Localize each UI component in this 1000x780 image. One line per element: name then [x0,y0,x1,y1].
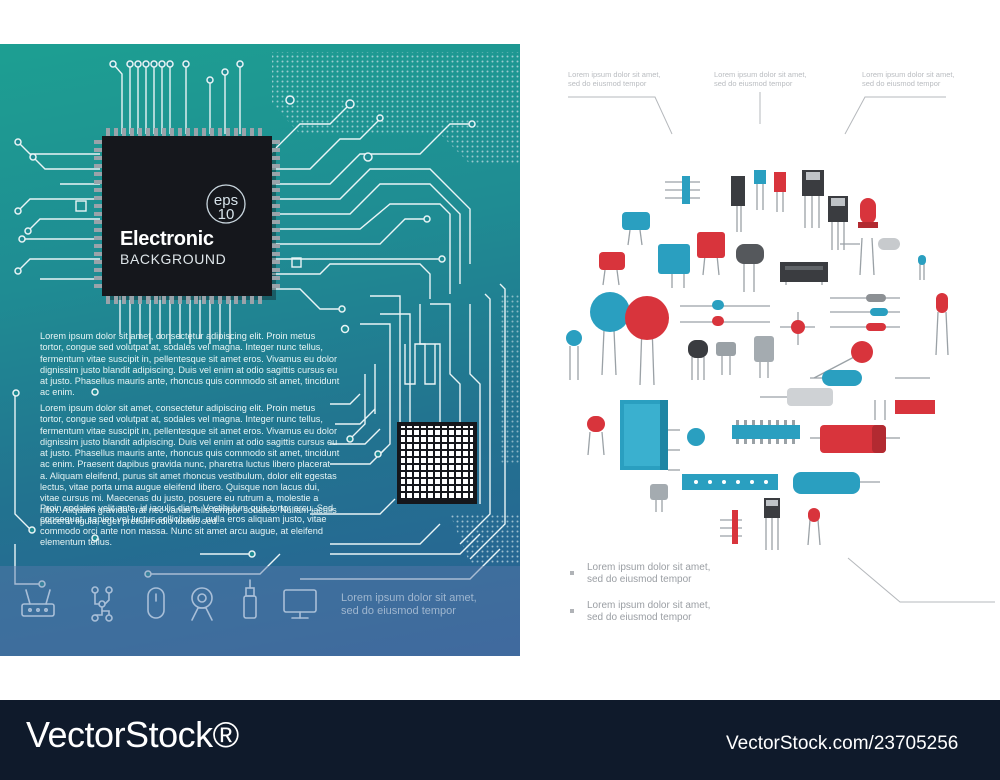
top-note-2-line2: sed do eiusmod tempor [714,79,793,88]
icon-bar: Lorem ipsum dolor sit amet, sed do eiusm… [0,566,520,656]
banner-title: Electronic [120,228,214,250]
paragraph-2: Lorem ipsum dolor sit amet, consectetur … [40,403,340,526]
watermark-footer [0,700,1000,780]
top-note-2: Lorem ipsum dolor sit amet, sed do eiusm… [714,70,807,88]
bottom-note-2-line2: sed do eiusmod tempor [587,612,692,623]
bottom-note-1-line1: Lorem ipsum dolor sit amet, [587,562,711,573]
mouse-icon [147,587,165,619]
vectorstock-logo: VectorStock® [26,714,239,755]
top-note-1-line1: Lorem ipsum dolor sit amet, [568,70,661,79]
top-note-3-line2: sed do eiusmod tempor [862,79,941,88]
bottom-note-1: Lorem ipsum dolor sit amet, sed do eiusm… [587,562,710,586]
paragraph-1: Lorem ipsum dolor sit amet, consectetur … [40,331,340,398]
circuit-icon [91,586,113,622]
router-icon [21,589,55,617]
bottom-note-1-line2: sed do eiusmod tempor [587,574,692,585]
bullet-1 [570,571,574,575]
eps-badge-line1: eps [213,192,239,209]
usb-icon [243,579,257,619]
eps-badge-line2: 10 [217,206,235,223]
eps-badge: eps 10 [206,192,246,223]
circuit-board-panel: eps 10 Electronic BACKGROUND Lorem ipsum… [0,44,520,656]
circuit-traces [12,52,520,588]
bottom-note-2-line1: Lorem ipsum dolor sit amet, [587,600,711,611]
bullet-2 [570,609,574,613]
top-note-3: Lorem ipsum dolor sit amet, sed do eiusm… [862,70,955,88]
top-note-2-line1: Lorem ipsum dolor sit amet, [714,70,807,79]
icon-bar-caption-line2: sed do eiusmod tempor [341,605,456,617]
top-note-1-line2: sed do eiusmod tempor [568,79,647,88]
icon-bar-caption-line1: Lorem ipsum dolor sit amet, [341,592,477,604]
stock-id-link[interactable]: VectorStock.com/23705256 [726,733,959,754]
icon-row [21,579,317,622]
monitor-icon [283,589,317,619]
webcam-icon [191,587,213,621]
bottom-note-2: Lorem ipsum dolor sit amet, sed do eiusm… [587,600,710,624]
components-illustration [566,92,995,603]
top-note-3-line1: Lorem ipsum dolor sit amet, [862,70,955,79]
chip [94,128,280,304]
paragraph-3: Proin sodales velit ante, id iaculis dia… [40,503,334,547]
icon-bar-caption: Lorem ipsum dolor sit amet, sed do eiusm… [341,592,477,618]
top-note-1: Lorem ipsum dolor sit amet, sed do eiusm… [568,70,661,88]
banner-subtitle: BACKGROUND [120,251,227,267]
